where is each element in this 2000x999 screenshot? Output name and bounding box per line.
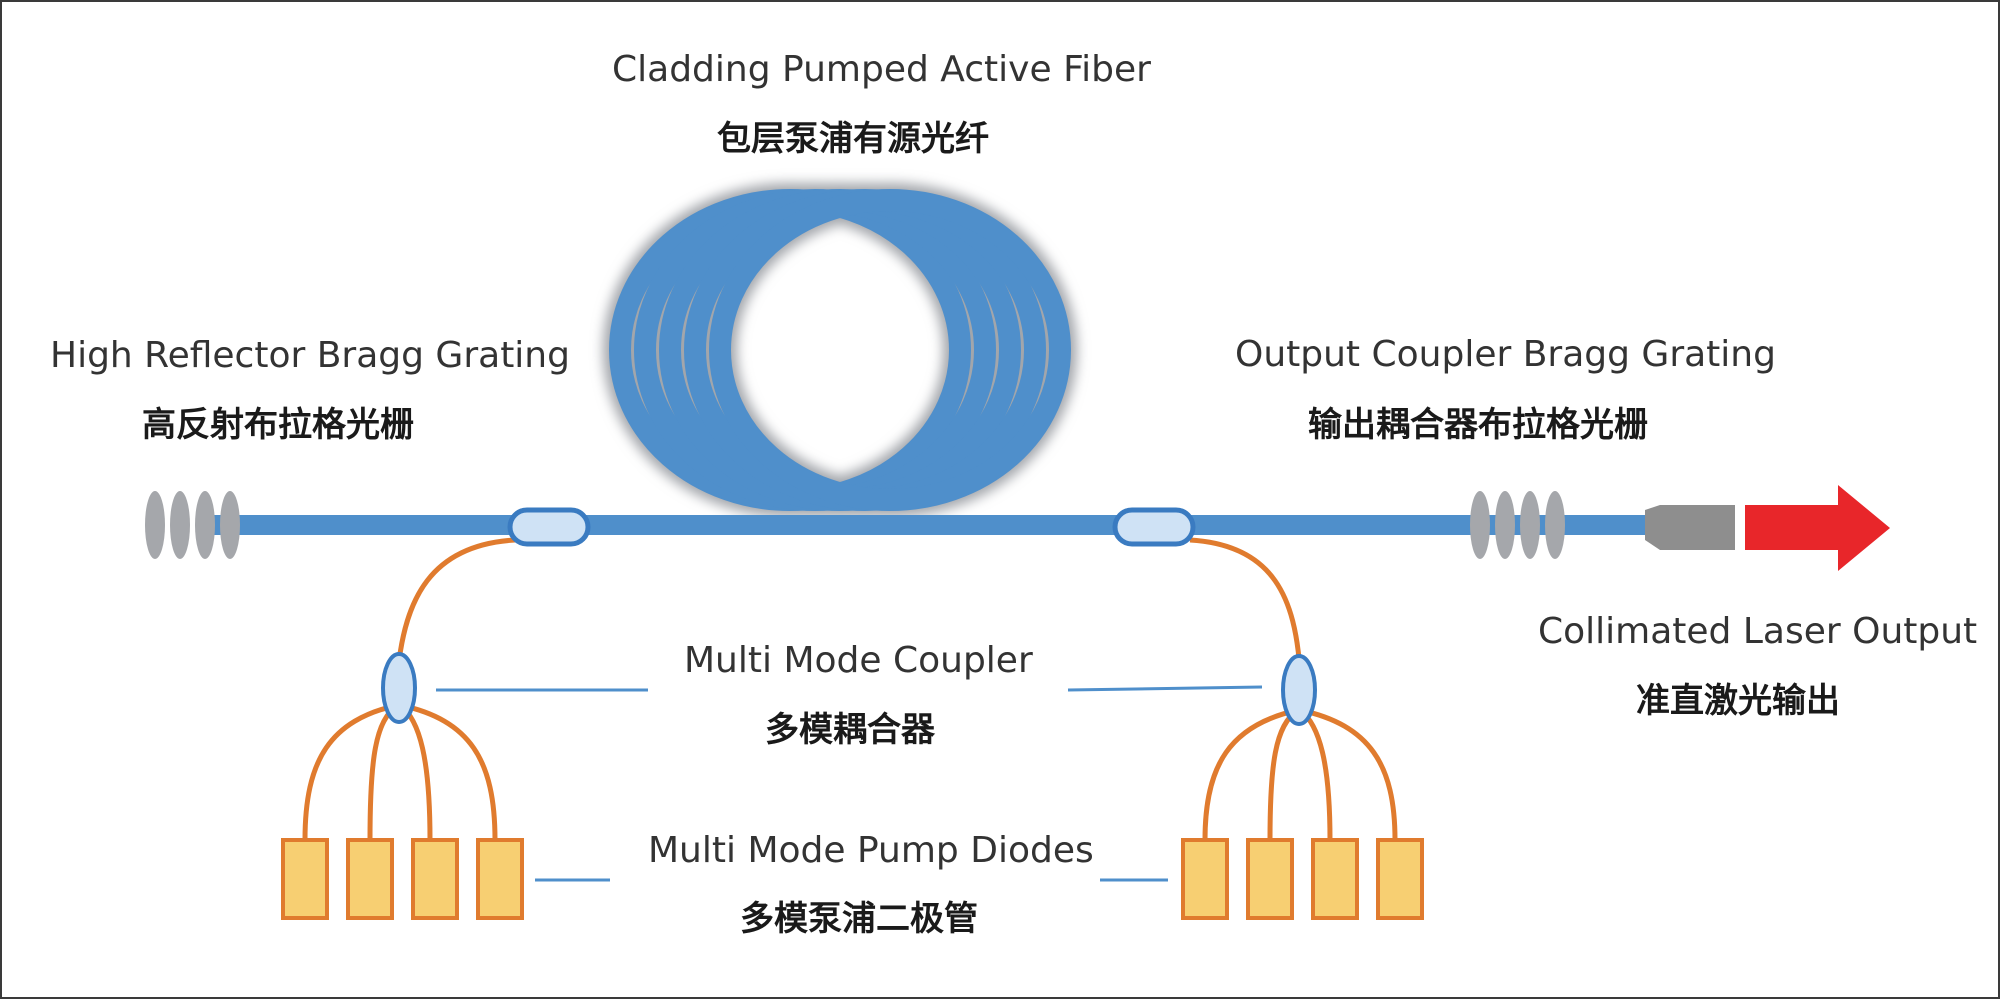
pump-diode — [1246, 838, 1294, 920]
right-pump-diodes — [1181, 838, 1424, 920]
pump-diodes-label-cn: 多模泵浦二极管 — [740, 899, 978, 939]
pump-diode — [1181, 838, 1229, 920]
multimode-coupler-left — [381, 652, 417, 724]
collimated-output-label: Collimated Laser Output — [1538, 611, 1978, 652]
pump-combiner-right — [1112, 507, 1196, 547]
coil-loop — [709, 189, 1071, 511]
mm-coupler-label: Multi Mode Coupler — [684, 640, 1033, 681]
output-coupler-label-cn: 输出耦合器布拉格光栅 — [1308, 405, 1648, 445]
output-coupler-label: Output Coupler Bragg Grating — [1235, 334, 1776, 375]
pump-diode — [281, 838, 329, 920]
pump-diode — [346, 838, 394, 920]
mm-coupler-label-cn: 多模耦合器 — [765, 710, 935, 750]
high-reflector-label: High Reflector Bragg Grating — [50, 335, 570, 376]
pump-diode — [476, 838, 524, 920]
left-pump-diodes — [281, 838, 524, 920]
pump-diode — [1376, 838, 1424, 920]
output-coupler-grating — [1470, 491, 1565, 559]
pump-diodes-label: Multi Mode Pump Diodes — [648, 830, 1094, 871]
collimated-output-label-cn: 准直激光输出 — [1636, 681, 1840, 721]
active-fiber-label: Cladding Pumped Active Fiber — [612, 49, 1151, 90]
pump-diode — [411, 838, 459, 920]
pump-combiner-left — [507, 507, 591, 547]
laser-output-arrow — [1745, 485, 1890, 571]
high-reflector-grating — [145, 491, 240, 559]
multimode-coupler-right — [1281, 654, 1317, 726]
collimator — [1645, 505, 1735, 550]
leader-lines — [436, 685, 1263, 882]
high-reflector-label-cn: 高反射布拉格光栅 — [142, 405, 414, 445]
active-fiber-coil — [609, 189, 1071, 511]
pump-diode — [1311, 838, 1359, 920]
active-fiber-label-cn: 包层泵浦有源光纤 — [717, 119, 989, 159]
left-pump-leads — [302, 537, 516, 841]
